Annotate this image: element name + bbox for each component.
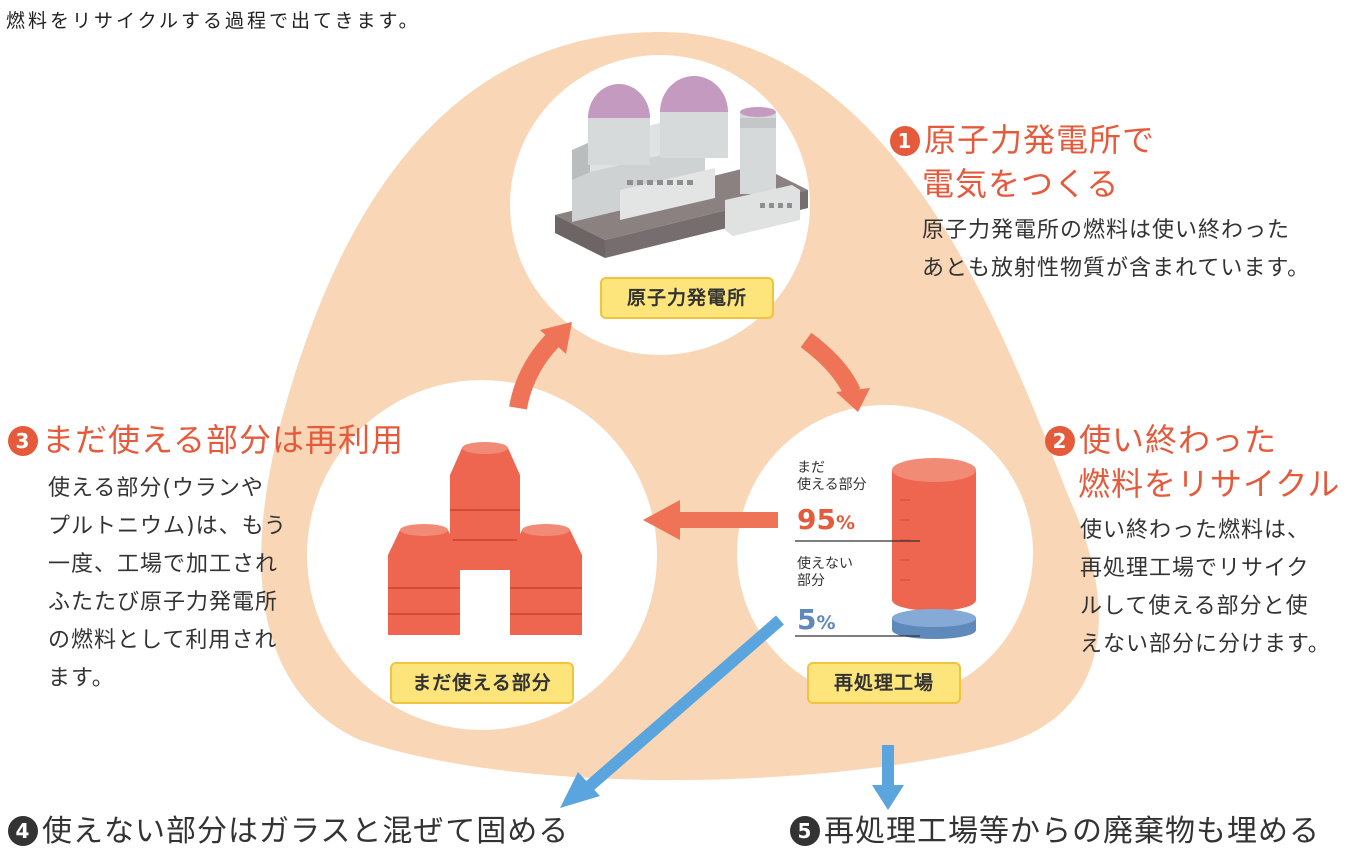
power-plant-illustration [555,76,808,258]
step4-number-icon: 4 [8,816,38,846]
step1-desc-line2: あとも放射性物質が含まれています。 [922,256,1311,281]
step3-desc-line3: 一度、工場で加工され [48,552,279,577]
step3-desc-line6: ます。 [48,666,115,691]
unusable-label-line2: 部分 [797,573,825,589]
usable-label-line2: 使える部分 [797,477,867,493]
step1-desc-line1: 原子力発電所の燃料は使い終わった [922,218,1291,243]
step1-title-line1: 原子力発電所で [924,121,1156,159]
unusable-part-small-label: 使えない 部分 [797,556,853,590]
usable-label-line1: まだ [797,460,825,476]
step2-description: 使い終わった燃料は、 再処理工場でリサイク ルして使える部分と使 えない部分に分… [1080,512,1331,664]
usable-canisters [388,442,582,635]
step2-number-icon: 2 [1045,426,1075,456]
step2-desc-line1: 使い終わった燃料は、 [1080,518,1311,543]
step3-title-text: まだ使える部分は再利用 [42,421,405,459]
usable-percent: 95% [797,505,855,538]
unusable-part-disc [892,609,976,639]
unusable-label-line1: 使えない [797,556,853,572]
step2-desc-line3: ルして使える部分と使 [1080,594,1309,619]
step1-title-line2-wrap: 電気をつくる [922,165,1120,203]
step3-desc-line5: の燃料として利用され [48,628,278,653]
step3-desc-line1: 使える部分(ウランや [48,476,264,501]
power-plant-label: 原子力発電所 [600,277,774,319]
arrow-to-disposal [872,745,904,810]
step2-desc-line2: 再処理工場でリサイク [1080,556,1310,581]
usable-percent-sign: % [835,512,856,534]
step1-number-icon: 1 [890,126,920,156]
intro-text: 燃料をリサイクルする過程で出てきます。 [6,10,421,32]
step4-title-text: 使えない部分はガラスと混ぜて固める [42,814,570,849]
step5-title-text: 再処理工場等からの廃棄物も埋める [824,814,1320,849]
unusable-percent: 5% [797,605,836,638]
arrow-to-glass [560,615,784,808]
arrow-to-plant [509,322,572,410]
step2-desc-line4: えない部分に分けます。 [1080,632,1331,657]
arrow-to-usable [643,500,778,540]
step3-desc-line2: プルトニウム)は、もう [48,514,287,539]
step5-number-icon: 5 [790,816,820,846]
reprocessing-circle [737,405,1033,701]
usable-part-small-label: まだ 使える部分 [797,460,867,494]
step2-title-line2-wrap: 燃料をリサイクル [1078,465,1341,503]
step1-description: 原子力発電所の燃料は使い終わった あとも放射性物質が含まれています。 [922,212,1310,288]
reprocessing-plant-label: 再処理工場 [807,662,961,704]
usable-percent-value: 95 [797,503,836,536]
step3-description: 使える部分(ウランや プルトニウム)は、もう 一度、工場で加工され ふたたび原子… [48,470,287,698]
usable-part-label: まだ使える部分 [390,662,574,704]
unusable-percent-sign: % [816,612,836,634]
arrow-to-reprocessing [800,332,870,412]
step2-title-line1: 使い終わった [1079,421,1278,459]
step3-number-icon: 3 [8,426,38,456]
unusable-percent-value: 5 [797,603,817,636]
usable-fuel-cylinder [892,458,976,611]
step3-desc-line4: ふたたび原子力発電所 [48,590,279,615]
